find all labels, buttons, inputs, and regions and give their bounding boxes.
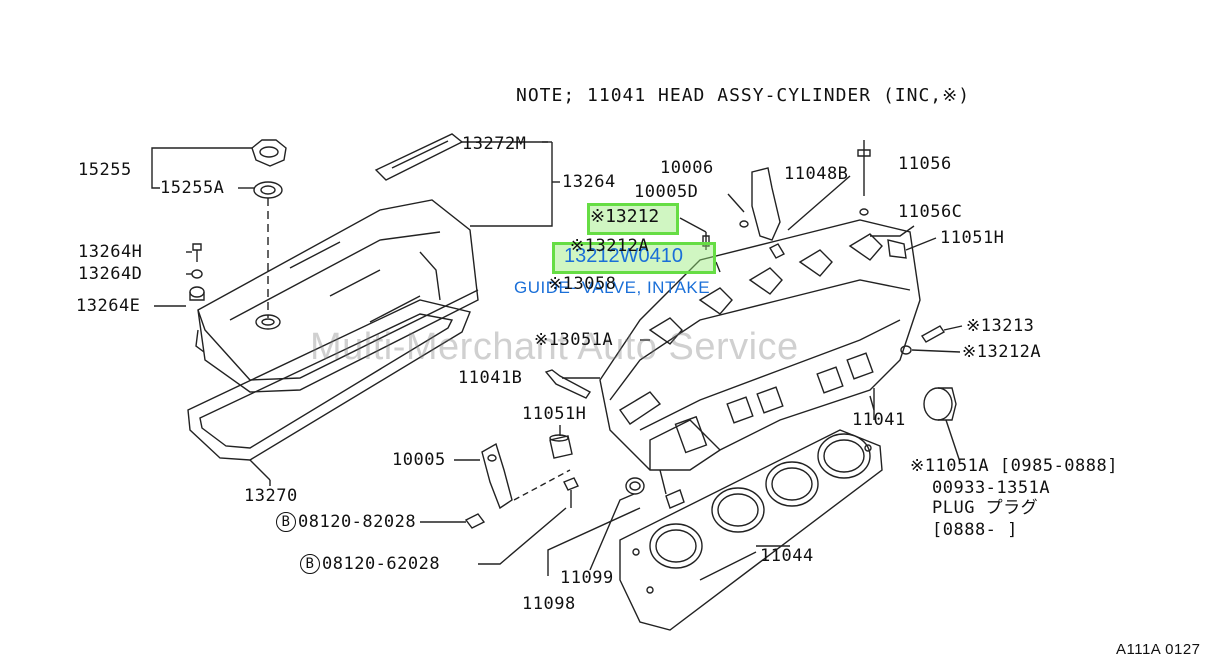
- cylinder-head: [600, 220, 920, 470]
- highlight-part-label-box[interactable]: [587, 203, 679, 235]
- valve-guides: [546, 140, 962, 398]
- label-11041: 11041: [852, 410, 906, 430]
- gasket-strip: [376, 134, 548, 180]
- label-13213: ※13213: [966, 316, 1035, 336]
- label-11099: 11099: [560, 568, 614, 588]
- head-gasket: [620, 430, 882, 630]
- label-13270: 13270: [244, 486, 298, 506]
- label-13212a-right: ※13212A: [962, 342, 1042, 362]
- label-10006: 10006: [660, 158, 714, 178]
- label-13058: ※13058: [548, 274, 617, 294]
- label-11056: 11056: [898, 154, 952, 174]
- label-0888: [0888- ]: [932, 520, 1018, 540]
- watermark: Multi-Merchant Auto Service: [310, 326, 799, 368]
- label-13264h: 13264H: [78, 242, 143, 262]
- label-13051a: ※13051A: [534, 330, 614, 350]
- label-13264e: 13264E: [76, 296, 141, 316]
- label-11051a: ※11051A [0985-0888]: [910, 456, 1118, 476]
- label-11051h-left: 11051H: [522, 404, 587, 424]
- label-11048b: 11048B: [784, 164, 849, 184]
- label-00933-1351a: 00933-1351A: [932, 478, 1051, 498]
- bolt-symbol: B: [276, 512, 296, 532]
- cover-bolts: [154, 244, 204, 306]
- highlight-description: GUIDE- VALVE, INTAKE: [514, 278, 711, 297]
- label-13212a-top: ※13212A: [570, 236, 650, 256]
- seal-and-plug: [548, 470, 684, 576]
- label-11098: 11098: [522, 594, 576, 614]
- label-11041b: 11041B: [458, 368, 523, 388]
- label-13264d: 13264D: [78, 264, 143, 284]
- label-15255a: 15255A: [160, 178, 225, 198]
- label-plug: PLUG プラグ: [932, 498, 1039, 518]
- highlight-part-number[interactable]: 13212W0410: [564, 245, 683, 267]
- footer-code: A111A 0127: [1116, 641, 1201, 658]
- label-10005: 10005: [392, 450, 446, 470]
- label-11056c: 11056C: [898, 202, 963, 222]
- oil-filler-cap: [252, 140, 286, 318]
- dowel-pin: [550, 425, 572, 458]
- label-13264: 13264: [562, 172, 616, 192]
- cover-gasket: [188, 300, 470, 486]
- plug: [924, 388, 960, 462]
- bolt-symbol: B: [300, 554, 320, 574]
- label-15255: 15255: [78, 160, 132, 180]
- label-08120-82028-text: 08120-82028: [298, 512, 417, 532]
- label-10005d: 10005D: [634, 182, 699, 202]
- label-13272m: 13272M: [462, 134, 527, 154]
- lifting-bracket: [454, 444, 570, 508]
- highlight-part-number-box[interactable]: [552, 242, 716, 274]
- label-11051h-right: 11051H: [940, 228, 1005, 248]
- label-11044: 11044: [760, 546, 814, 566]
- highlight-part-label[interactable]: ※13212: [590, 206, 660, 227]
- diagram-note: NOTE; 11041 HEAD ASSY-CYLINDER (INC,※): [516, 85, 971, 106]
- mount-bolts: [420, 478, 578, 564]
- label-08120-62028-text: 08120-62028: [322, 554, 441, 574]
